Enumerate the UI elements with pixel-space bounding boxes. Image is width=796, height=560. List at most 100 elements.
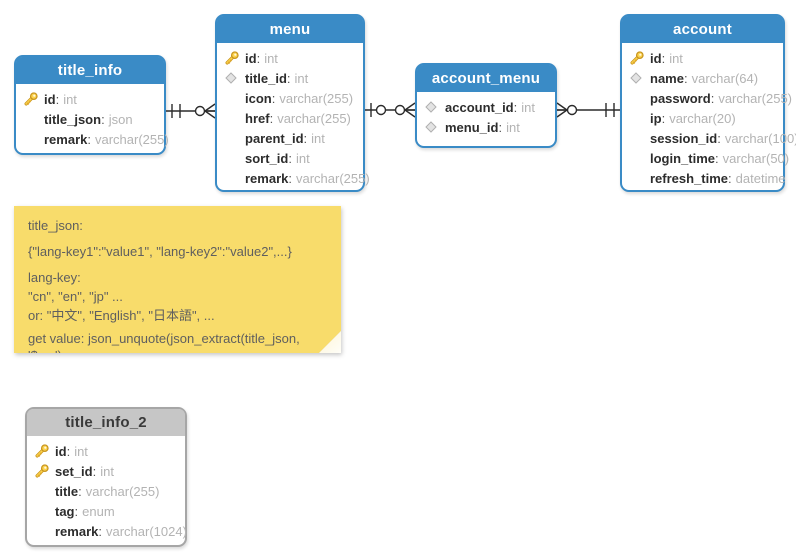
relationship-account_menu-to-account[interactable]	[556, 102, 620, 118]
field-name: remark	[245, 171, 292, 186]
field-name: title	[55, 484, 82, 499]
note-line: get value: json_unquote(json_extract(tit…	[28, 331, 300, 363]
field-type: int	[294, 70, 309, 86]
field-name: id	[44, 92, 59, 107]
field-type: int	[521, 99, 535, 115]
entity-title_info[interactable]: title_infoidinttitle_jsonjsonremarkvarch…	[14, 55, 169, 155]
field-name: name	[650, 71, 688, 86]
field-name: title_id	[245, 71, 291, 86]
primary-key-icon	[35, 464, 49, 478]
field-type: varchar(255)	[718, 90, 793, 106]
field-name: id	[650, 51, 665, 66]
field-row-session_id[interactable]: session_idvarchar(100)	[630, 128, 796, 148]
entity-title[interactable]: account	[622, 16, 783, 43]
field-row-id[interactable]: idint	[630, 48, 777, 68]
relationship-title_info-to-menu[interactable]	[166, 103, 216, 119]
foreign-key-icon-cell	[225, 72, 245, 84]
field-name: sort_id	[245, 151, 292, 166]
note-line: {"lang-key1":"value1", "lang-key2":"valu…	[28, 244, 292, 259]
field-type: enum	[82, 503, 115, 519]
field-row-password[interactable]: password varchar(255)	[630, 88, 792, 108]
foreign-key-icon	[425, 121, 437, 133]
field-row-tag[interactable]: tagenum	[35, 501, 179, 521]
primary-key-icon-cell	[35, 444, 55, 458]
sticky-note[interactable]: title_json: {"lang-key1":"value1", "lang-…	[14, 206, 341, 353]
field-name: icon	[245, 91, 275, 106]
entity-title[interactable]: account_menu	[417, 65, 555, 92]
primary-key-icon-cell	[225, 51, 245, 65]
primary-key-icon	[225, 51, 239, 65]
field-row-parent_id[interactable]: parent_idint	[225, 128, 357, 148]
field-row-id[interactable]: idint	[225, 48, 357, 68]
entity-title[interactable]: title_info	[16, 57, 164, 84]
foreign-key-icon	[225, 72, 237, 84]
field-type: datetime	[735, 170, 786, 186]
field-name: set_id	[55, 464, 96, 479]
foreign-key-icon	[425, 101, 437, 113]
field-type: int	[264, 50, 278, 66]
field-type: varchar(255)	[279, 90, 354, 106]
entity-field-list: idintnamevarchar(64) password varchar(255)…	[622, 43, 796, 192]
field-row-remark[interactable]: remark varchar(1024)	[35, 521, 187, 541]
entity-title[interactable]: menu	[217, 16, 363, 43]
field-row-id[interactable]: idint	[35, 441, 179, 461]
primary-key-icon-cell	[630, 51, 650, 65]
field-type: int	[295, 150, 310, 166]
note-line: "cn", "en", "jp" ...	[28, 289, 123, 304]
field-type: varchar(100)	[724, 130, 796, 146]
entity-field-list: idintset_idinttitlevarchar(255)tagenumre…	[27, 436, 187, 545]
field-row-title_json[interactable]: title_jsonjson	[24, 109, 158, 129]
field-type: varchar(50)	[722, 150, 790, 166]
primary-key-icon	[24, 92, 38, 106]
field-name: refresh_time	[650, 171, 732, 186]
note-line: lang-key:	[28, 270, 81, 285]
field-name: remark	[55, 524, 102, 539]
field-type: varchar(255)	[95, 131, 169, 147]
field-type: int	[100, 463, 114, 479]
field-name: href	[245, 111, 273, 126]
field-name: session_id	[650, 131, 721, 146]
entity-menu[interactable]: menuidinttitle_idinticonvarchar(255)href…	[215, 14, 370, 192]
primary-key-icon-cell	[35, 464, 55, 478]
field-type: json	[108, 111, 133, 127]
field-row-menu_id[interactable]: menu_idint	[425, 117, 549, 137]
field-name: account_id	[445, 100, 517, 115]
field-type: int	[63, 91, 77, 107]
field-row-login_time[interactable]: login_timevarchar(50)	[630, 148, 789, 168]
entity-field-list: idinttitle_idinticonvarchar(255)hrefvarc…	[217, 43, 370, 192]
field-type: int	[506, 119, 520, 135]
field-row-title_id[interactable]: title_idint	[225, 68, 357, 88]
field-name: tag	[55, 504, 78, 519]
field-type: varchar(1024)	[106, 523, 187, 539]
field-row-remark[interactable]: remark varchar(255)	[24, 129, 169, 149]
field-row-href[interactable]: hrefvarchar(255)	[225, 108, 357, 128]
field-row-title[interactable]: titlevarchar(255)	[35, 481, 179, 501]
field-row-icon[interactable]: icon varchar(255)	[225, 88, 357, 108]
field-row-set_id[interactable]: set_id int	[35, 461, 179, 481]
field-type: int	[74, 443, 88, 459]
field-type: varchar(255)	[296, 170, 370, 186]
field-row-account_id[interactable]: account_id int	[425, 97, 549, 117]
foreign-key-icon-cell	[425, 101, 445, 113]
field-row-name[interactable]: namevarchar(64)	[630, 68, 777, 88]
entity-title[interactable]: title_info_2	[27, 409, 185, 436]
primary-key-icon	[630, 51, 644, 65]
field-row-id[interactable]: idint	[24, 89, 158, 109]
field-row-sort_id[interactable]: sort_idint	[225, 148, 357, 168]
field-row-refresh_time[interactable]: refresh_timedatetime	[630, 168, 786, 188]
field-row-ip[interactable]: ipvarchar(20)	[630, 108, 777, 128]
relationship-menu-to-account_menu[interactable]	[365, 102, 416, 118]
note-line: or: "中文", "English", "日本語", ...	[28, 308, 215, 323]
entity-title_info_2[interactable]: title_info_2idint set_id int titlevarchar(2…	[25, 407, 187, 547]
field-type: varchar(20)	[669, 110, 736, 126]
note-line: title_json:	[28, 218, 83, 233]
field-row-remark[interactable]: remark varchar(255)	[225, 168, 370, 188]
field-name: login_time	[650, 151, 719, 166]
foreign-key-icon-cell	[630, 72, 650, 84]
field-name: password	[650, 91, 714, 106]
foreign-key-icon-cell	[425, 121, 445, 133]
field-type: varchar(255)	[85, 483, 160, 499]
entity-account[interactable]: account idintnamevarchar(64) password varch…	[620, 14, 796, 192]
field-name: remark	[44, 132, 91, 147]
